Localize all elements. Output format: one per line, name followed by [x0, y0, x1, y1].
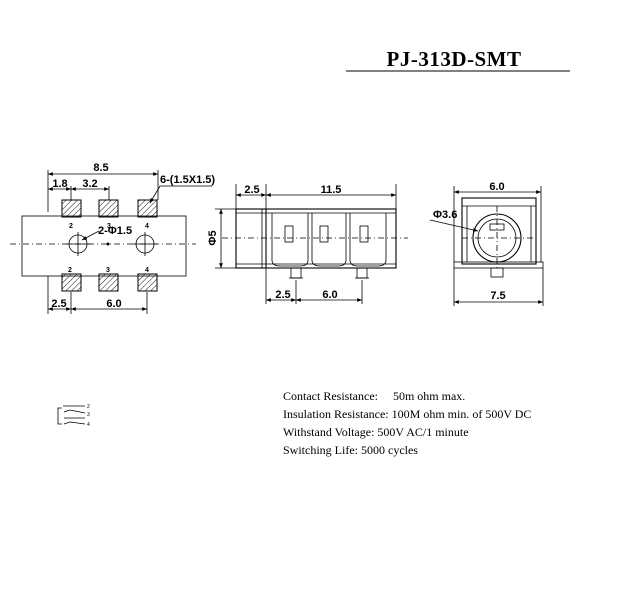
pad-label: 3: [107, 223, 111, 230]
front-flange: [453, 261, 544, 269]
dim-pitch-b: 3.2: [82, 178, 97, 190]
pad-bottom-3: [98, 273, 119, 292]
pad-top-4: [137, 199, 158, 218]
side-window-2: [319, 225, 329, 243]
side-dim-length: 11.5: [321, 184, 342, 196]
side-body-outline: [235, 208, 397, 269]
pad-top-2: [61, 199, 82, 218]
footprint-center-mark: [106, 242, 110, 246]
pad-label: 3: [106, 267, 110, 274]
side-dim-left: 2.5: [244, 184, 259, 196]
side-dim-bottom-pitch: 6.0: [322, 289, 337, 301]
pad-label: 2: [68, 267, 72, 274]
side-dim-height: Φ5: [207, 230, 219, 245]
side-view: 2.5 11.5 Φ5 2.5 6.0: [207, 184, 408, 304]
footprint-view: 2 3 4 2 3 4 8.5 1.8 3.2 6-(1.5X1.5) 2-Φ1…: [10, 162, 215, 314]
specifications: Contact Resistance: 50m ohm max. Insulat…: [283, 389, 531, 457]
pad-label: 2: [69, 223, 73, 230]
pad-label: 4: [145, 223, 149, 230]
side-leg-2: [356, 267, 368, 279]
front-view: 6.0 Φ3.6 7.5: [429, 181, 544, 306]
side-window-3: [359, 225, 369, 243]
dim-left: 2.5: [51, 298, 66, 310]
front-bottom-pin: [490, 267, 504, 278]
side-dim-bottom-left: 2.5: [275, 289, 290, 301]
spec-contact-resistance: Contact Resistance: 50m ohm max.: [283, 389, 465, 403]
dim-total-width: 8.5: [93, 162, 108, 174]
spec-switching-life: Switching Life: 5000 cycles: [283, 443, 418, 457]
dim-pad-size: 6-(1.5X1.5): [160, 174, 215, 186]
schematic-pin-label: 3: [87, 412, 90, 418]
schematic-pin-label: 2: [87, 404, 90, 410]
front-dim-bottom: 7.5: [490, 290, 505, 302]
schematic-pin-label: 4: [87, 422, 90, 428]
side-contact-slot-2: [311, 213, 347, 267]
front-dim-top: 6.0: [489, 181, 504, 193]
part-number-title: PJ-313D-SMT: [387, 47, 522, 71]
dim-hole: 2-Φ1.5: [98, 225, 132, 237]
spec-insulation-resistance: Insulation Resistance: 100M ohm min. of …: [283, 407, 531, 421]
pad-bottom-2: [61, 273, 82, 292]
side-window-1: [284, 225, 294, 243]
dim-pitch-a: 1.8: [52, 178, 67, 190]
schematic-symbol: 2 3 4: [57, 404, 90, 428]
front-dim-bore: Φ3.6: [433, 209, 457, 221]
front-housing-outline: [461, 197, 537, 265]
side-leg-1: [290, 267, 302, 279]
dim-bottom: 6.0: [106, 298, 121, 310]
pad-label: 4: [145, 267, 149, 274]
side-contact-slot-3: [349, 213, 387, 267]
side-contact-slot-1: [271, 213, 309, 267]
spec-withstand-voltage: Withstand Voltage: 500V AC/1 minute: [283, 425, 469, 439]
pad-top-3: [98, 199, 119, 218]
pad-bottom-4: [137, 273, 158, 292]
